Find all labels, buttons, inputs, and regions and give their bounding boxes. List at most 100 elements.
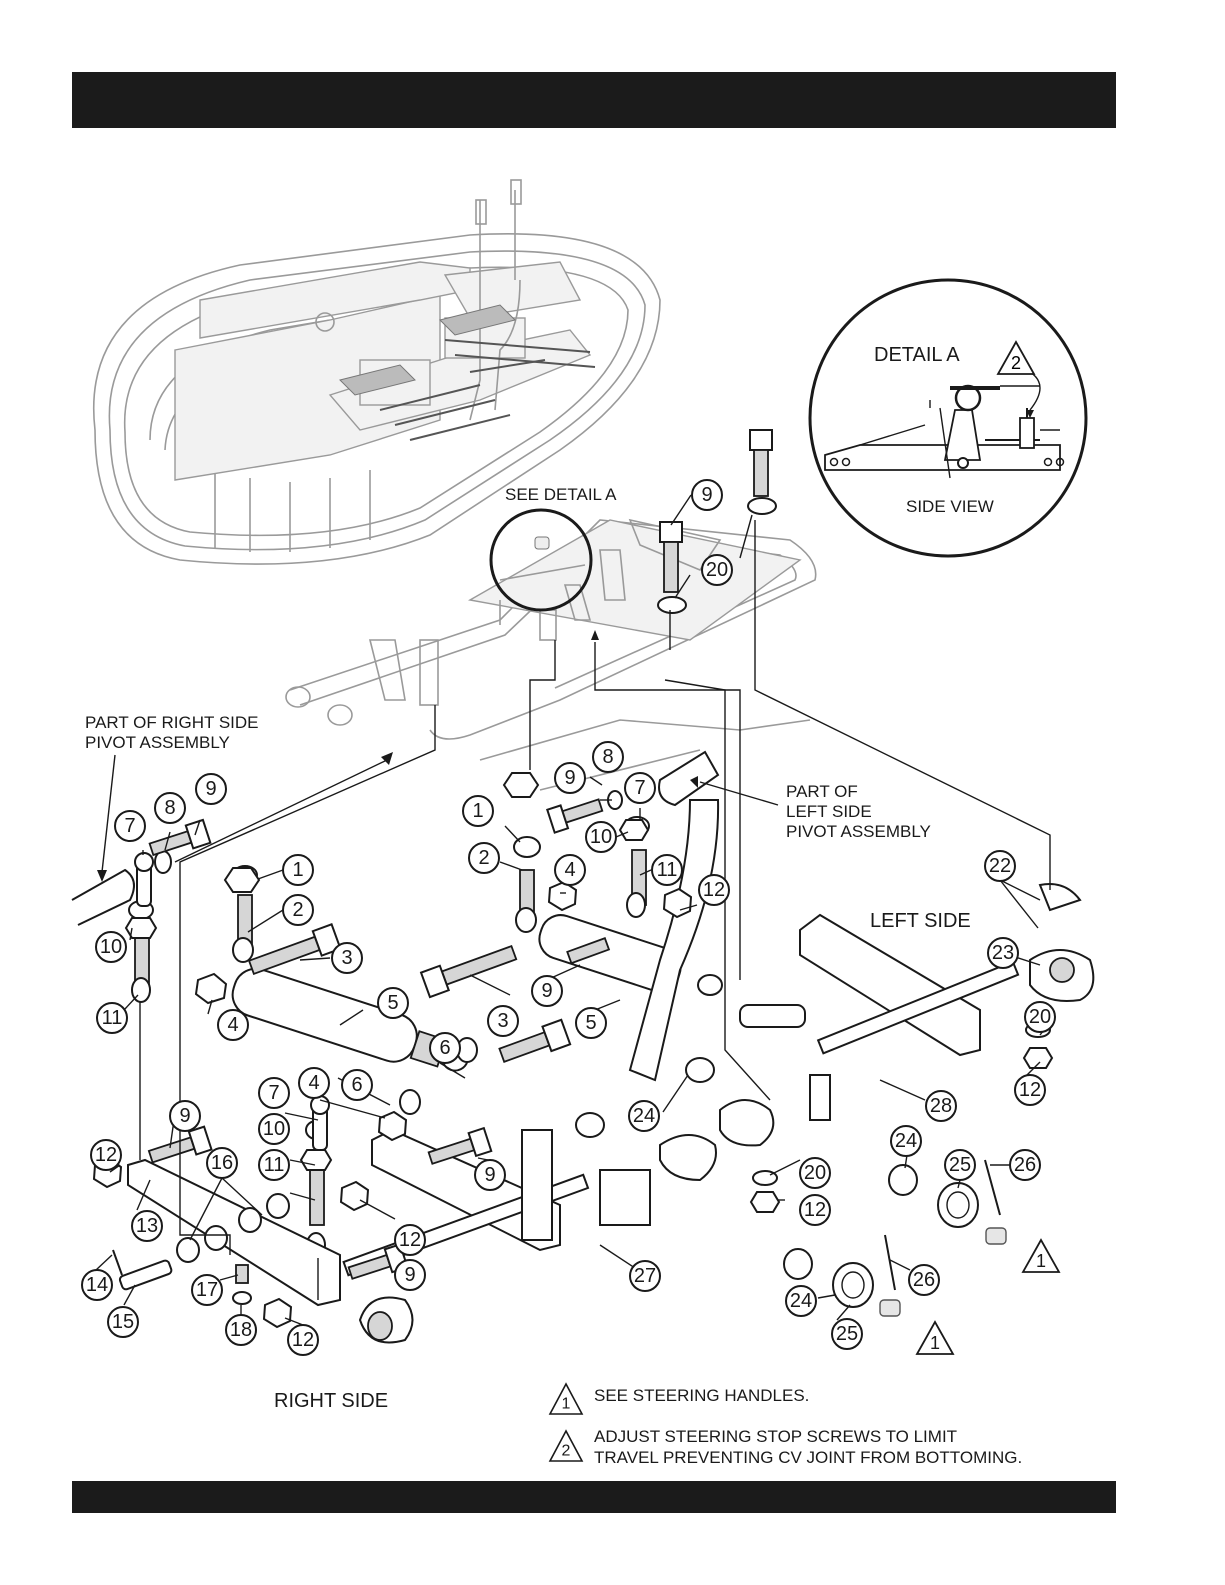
callout-11-right-pivot: 11 <box>96 1002 128 1034</box>
svg-text:22: 22 <box>989 855 1011 877</box>
svg-text:25: 25 <box>949 1154 971 1176</box>
svg-text:20: 20 <box>706 559 728 581</box>
callout-12-right: 12 <box>1014 1074 1046 1106</box>
callout-6-right-assembly: 6 <box>341 1069 373 1101</box>
notes-markers: 1 2 <box>548 1382 584 1462</box>
svg-text:18: 18 <box>230 1319 252 1341</box>
svg-text:12: 12 <box>804 1199 826 1221</box>
callout-20-mid: 20 <box>799 1157 831 1189</box>
callout-25-right: 25 <box>944 1149 976 1181</box>
callout-24-bottom: 24 <box>785 1285 817 1317</box>
svg-text:9: 9 <box>179 1105 190 1127</box>
svg-text:9: 9 <box>564 767 575 789</box>
left-pivot-label-line2: LEFT SIDE <box>786 802 872 821</box>
svg-text:5: 5 <box>387 992 398 1014</box>
callout-12-lower-center: 12 <box>394 1224 426 1256</box>
callout-4-lower: 4 <box>298 1067 330 1099</box>
callout-9-right-pivot: 9 <box>195 773 227 805</box>
callout-9-lower-left: 9 <box>169 1100 201 1132</box>
warning-marker-1-right: 1 <box>1036 1251 1046 1271</box>
see-detail-a-label: SEE DETAIL A <box>505 485 617 504</box>
part-callouts: 1 2 3 4 5 6 7 8 9 10 11 12 13 14 15 16 1… <box>81 479 1056 1356</box>
callout-2: 2 <box>468 842 500 874</box>
callout-10-right-pivot: 10 <box>95 931 127 963</box>
callout-8-right-pivot: 8 <box>154 792 186 824</box>
svg-text:26: 26 <box>1014 1154 1036 1176</box>
callout-12-mid: 12 <box>799 1194 831 1226</box>
callout-7-lower: 7 <box>258 1077 290 1109</box>
diagram-labels: SEE DETAIL A PART OF RIGHT SIDE PIVOT AS… <box>85 485 971 1412</box>
svg-text:17: 17 <box>196 1279 218 1301</box>
warning-marker-1-bottom: 1 <box>930 1333 940 1353</box>
svg-text:4: 4 <box>227 1014 238 1036</box>
callout-12-lower-left: 12 <box>90 1139 122 1171</box>
svg-text:9: 9 <box>205 778 216 800</box>
svg-text:28: 28 <box>930 1095 952 1117</box>
detail-a-marker-contents <box>499 536 586 581</box>
callout-20-right: 20 <box>1024 1001 1056 1033</box>
svg-text:10: 10 <box>590 826 612 848</box>
callout-4-right-assembly: 4 <box>217 1009 249 1041</box>
side-view-label: SIDE VIEW <box>906 497 994 516</box>
callout-27: 27 <box>629 1260 661 1292</box>
svg-text:10: 10 <box>263 1118 285 1140</box>
callout-24-left: 24 <box>628 1100 660 1132</box>
svg-text:12: 12 <box>1019 1079 1041 1101</box>
callout-9-upper: 9 <box>691 479 723 511</box>
svg-text:2: 2 <box>478 847 489 869</box>
callout-12: 12 <box>698 874 730 906</box>
callout-13: 13 <box>131 1210 163 1242</box>
callout-9: 9 <box>554 762 586 794</box>
note-1-text: SEE STEERING HANDLES. <box>594 1385 809 1406</box>
callout-7-right-pivot: 7 <box>114 810 146 842</box>
svg-text:3: 3 <box>497 1010 508 1032</box>
svg-text:11: 11 <box>102 1007 123 1029</box>
callout-20-top: 20 <box>701 554 733 586</box>
callout-3: 3 <box>487 1005 519 1037</box>
left-pivot-label-line1: PART OF <box>786 782 858 801</box>
svg-text:12: 12 <box>292 1329 314 1351</box>
callout-9-lower-right: 9 <box>394 1259 426 1291</box>
svg-text:26: 26 <box>913 1269 935 1291</box>
callout-11: 11 <box>651 854 683 886</box>
callout-1-right-assembly: 1 <box>282 854 314 886</box>
svg-text:24: 24 <box>790 1290 812 1312</box>
svg-text:11: 11 <box>657 859 678 881</box>
detail-a-marker-circle <box>489 508 593 612</box>
callout-26-bottom: 26 <box>908 1264 940 1296</box>
svg-text:7: 7 <box>634 777 645 799</box>
svg-text:27: 27 <box>634 1265 656 1287</box>
svg-text:12: 12 <box>703 879 725 901</box>
callout-24-right: 24 <box>890 1125 922 1157</box>
svg-text:2: 2 <box>292 899 303 921</box>
note-2-text: ADJUST STEERING STOP SCREWS TO LIMIT TRA… <box>594 1426 1022 1468</box>
callout-8: 8 <box>592 741 624 773</box>
svg-text:13: 13 <box>136 1215 158 1237</box>
right-pivot-label-line2: PIVOT ASSEMBLY <box>85 733 230 752</box>
svg-text:6: 6 <box>351 1074 362 1096</box>
svg-text:16: 16 <box>211 1152 233 1174</box>
callout-7: 7 <box>624 772 656 804</box>
svg-text:9: 9 <box>484 1164 495 1186</box>
svg-text:4: 4 <box>308 1072 319 1094</box>
callout-12-lower-bottom: 12 <box>287 1324 319 1356</box>
svg-text:9: 9 <box>404 1264 415 1286</box>
right-pivot-label-line1: PART OF RIGHT SIDE <box>85 713 259 732</box>
callout-15: 15 <box>107 1306 139 1338</box>
svg-text:9: 9 <box>541 980 552 1002</box>
svg-text:4: 4 <box>564 859 575 881</box>
note-marker-2: 2 <box>562 1443 571 1460</box>
svg-text:5: 5 <box>585 1012 596 1034</box>
exploded-parts <box>71 429 1095 1344</box>
footer-bar <box>72 1481 1116 1513</box>
callout-10-lower: 10 <box>258 1113 290 1145</box>
frame-ghost-illustration <box>285 518 817 791</box>
svg-text:8: 8 <box>602 746 613 768</box>
left-side-label: LEFT SIDE <box>870 910 971 932</box>
callout-17: 17 <box>191 1274 223 1306</box>
svg-text:8: 8 <box>164 797 175 819</box>
svg-text:12: 12 <box>95 1144 117 1166</box>
callout-6: 6 <box>429 1032 461 1064</box>
svg-text:23: 23 <box>992 942 1014 964</box>
callout-2-right-assembly: 2 <box>282 894 314 926</box>
